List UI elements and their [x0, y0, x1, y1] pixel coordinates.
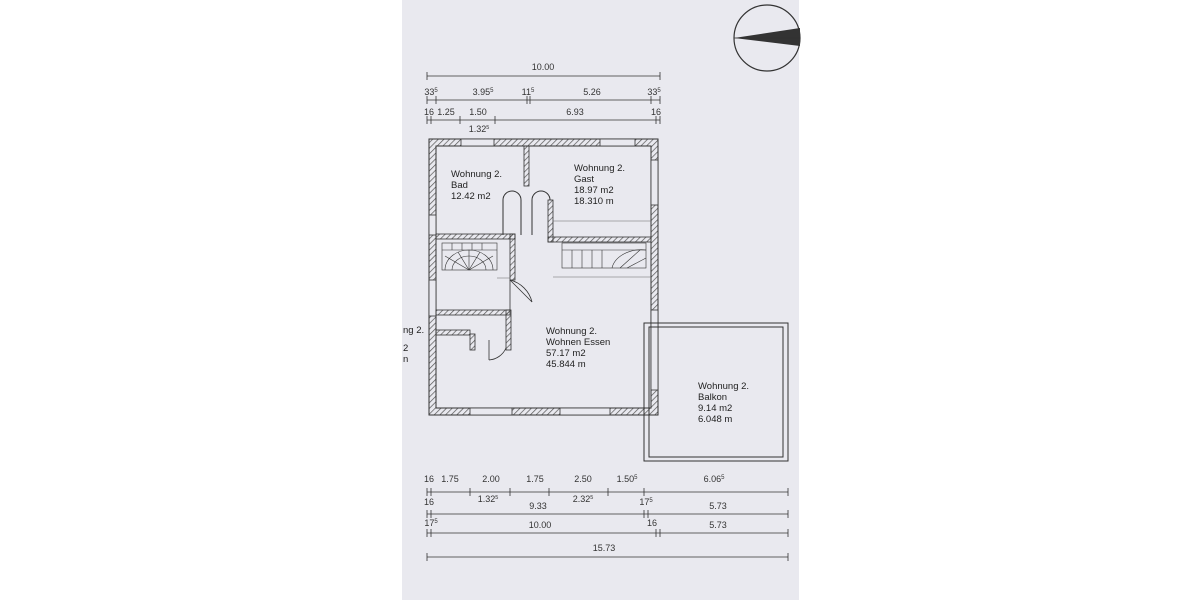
dim-label: 16	[424, 497, 434, 507]
dim-label: 1.25	[437, 107, 455, 117]
dim-label: 1.75	[441, 474, 459, 484]
north-arrow-icon	[733, 4, 801, 72]
windows	[428, 138, 659, 416]
balcony	[643, 322, 789, 462]
top-dimension-chain	[426, 72, 661, 124]
dim-label: 2.50	[574, 474, 592, 484]
dim-label: 2.325	[573, 494, 594, 504]
interior-walls	[435, 145, 652, 351]
dim-label: 5.73	[709, 501, 727, 511]
dim-label: 16	[424, 474, 434, 484]
top-row3-labels: 16 1.25 1.50 6.93 16 1.325	[424, 107, 661, 134]
dim-label: 9.33	[529, 501, 547, 511]
bottom-row1-labels: 16 1.75 2.00 1.75 2.50 1.505 6.065 1.325…	[424, 474, 725, 504]
staircase-right	[561, 242, 647, 269]
room-label-balkon: Wohnung 2. Balkon 9.14 m2 6.048 m	[698, 381, 752, 425]
dim-label: 5.73	[709, 520, 727, 530]
door-arches	[502, 190, 551, 235]
doors	[488, 279, 533, 361]
dim-label: 115	[522, 87, 535, 97]
bottom-row3-labels: 175 10.00 16 5.73	[424, 518, 726, 530]
dim-label: 1.325	[478, 494, 499, 504]
dim-label: 5.26	[583, 87, 601, 97]
dim-label: 175	[424, 518, 438, 528]
dim-label: 16	[651, 107, 661, 117]
dim-label: 1.325	[469, 124, 490, 134]
room-label-bad: Wohnung 2. Bad 12.42 m2	[451, 169, 505, 202]
dim-label: 16	[647, 518, 657, 528]
dim-label: 175	[639, 497, 653, 507]
dim-label: 335	[424, 87, 438, 97]
dim-label: 3.955	[473, 87, 495, 97]
dim-label: 1.50	[469, 107, 487, 117]
room-label-wohnen-essen: Wohnung 2. Wohnen Essen 57.17 m2 45.844 …	[546, 326, 613, 370]
room-label-gast: Wohnung 2. Gast 18.97 m2 18.310 m	[574, 163, 628, 207]
top-total-label: 10.00	[532, 62, 555, 72]
dim-label: 335	[647, 87, 661, 97]
bottom-total-label: 15.73	[593, 543, 616, 553]
staircase-left	[441, 242, 498, 271]
dim-label: 1.75	[526, 474, 544, 484]
room-label-cutoff: ng 2. 2 n	[403, 325, 427, 365]
dim-label: 6.065	[704, 474, 726, 484]
dim-label: 16	[424, 107, 434, 117]
dim-label: 1.505	[617, 474, 639, 484]
reference-lines	[497, 220, 651, 279]
dim-label: 10.00	[529, 520, 552, 530]
bottom-row2-labels: 16 9.33 175 5.73	[424, 497, 727, 511]
dim-label: 2.00	[482, 474, 500, 484]
bottom-dimension-chain	[426, 488, 789, 561]
dim-label: 6.93	[566, 107, 584, 117]
top-row2-labels: 335 3.955 115 5.26 335	[424, 87, 661, 97]
